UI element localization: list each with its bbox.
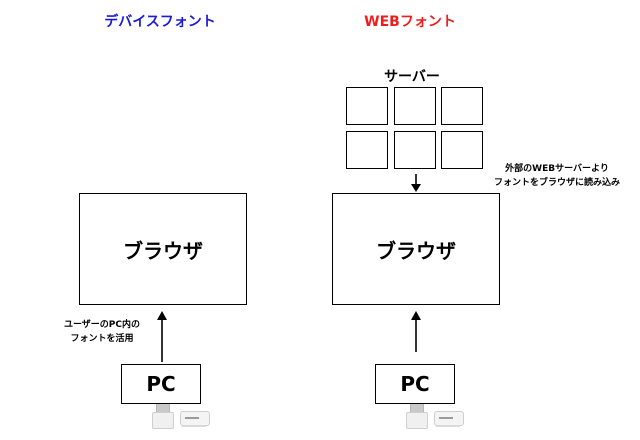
desktop-computer-icon-left [150, 404, 212, 430]
server-cell [346, 131, 388, 169]
arrow-pc-to-browser-right [411, 311, 421, 352]
server-cell [441, 87, 483, 125]
server-cell [441, 131, 483, 169]
device-font-note-line-1: ユーザーのPC内の [63, 320, 141, 330]
server-cell [394, 87, 436, 125]
browser-box-left: ブラウザ [79, 193, 247, 305]
device-font-note: ユーザーのPC内の フォントを活用 [46, 318, 158, 346]
pc-box-left: PC [121, 364, 201, 404]
web-font-note-line-1: 外部のWEBサーバーより [505, 164, 609, 174]
web-font-note-line-2: フォントをブラウザに読み込み [493, 178, 620, 188]
desktop-computer-icon-right [404, 404, 466, 430]
device-font-title: デバイスフォント [104, 14, 216, 30]
arrow-pc-to-browser-left [157, 311, 167, 362]
browser-box-right: ブラウザ [332, 193, 500, 305]
server-cell [394, 131, 436, 169]
pc-label-left: PC [146, 372, 176, 396]
browser-label-left: ブラウザ [123, 238, 203, 263]
arrow-server-to-browser [411, 174, 421, 192]
browser-label-right: ブラウザ [376, 238, 456, 263]
web-font-note: 外部のWEBサーバーより フォントをブラウザに読み込み [478, 162, 636, 190]
server-cell [346, 87, 388, 125]
pc-box-right: PC [375, 364, 455, 404]
server-label: サーバー [384, 69, 440, 85]
pc-label-right: PC [400, 372, 430, 396]
device-font-note-line-2: フォントを活用 [70, 334, 134, 344]
web-font-title: WEBフォント [364, 14, 456, 30]
